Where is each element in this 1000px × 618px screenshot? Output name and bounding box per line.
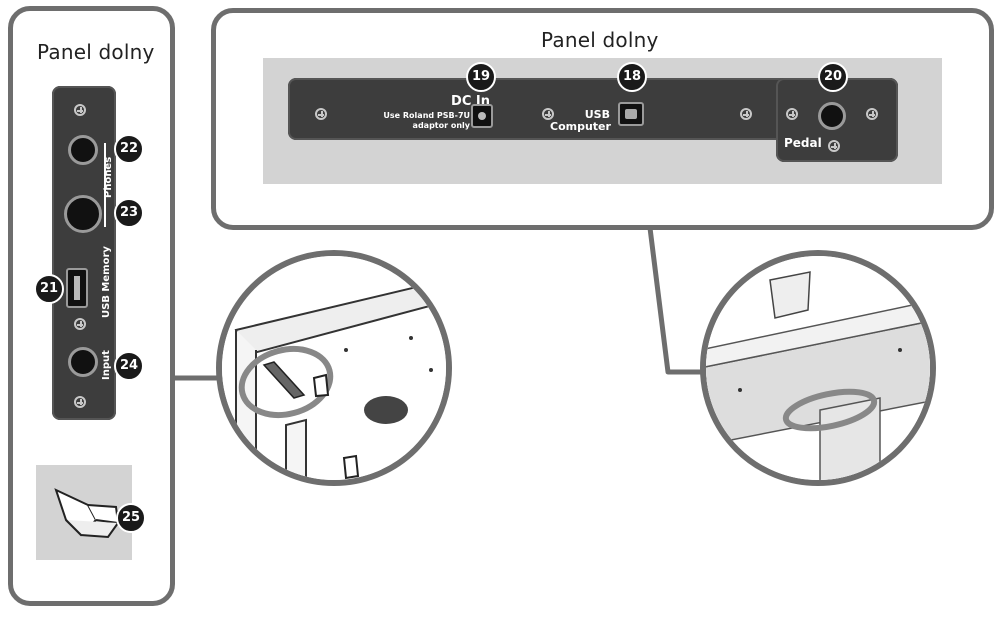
screw-icon <box>866 108 878 120</box>
screw-icon <box>74 318 86 330</box>
usb-memory-label: USB Memory <box>101 246 112 318</box>
left-panel-title: Panel dolny <box>37 40 155 64</box>
phones-jack-large <box>64 195 102 233</box>
callout-badge: 25 <box>116 503 146 533</box>
usb-memory-port <box>66 268 88 308</box>
screw-icon <box>74 396 86 408</box>
usb-computer-label-line2: Computer <box>550 120 611 133</box>
screw-icon <box>315 108 327 120</box>
dc-in-note-2: adaptor only <box>412 121 470 130</box>
pedal-holder-icon <box>54 488 120 539</box>
screw-icon <box>542 108 554 120</box>
phones-bracket-line <box>104 143 106 227</box>
pedal-label: Pedal <box>784 136 822 150</box>
callout-badge: 23 <box>114 198 144 228</box>
callout-badge: 19 <box>466 62 496 92</box>
right-panel-title: Panel dolny <box>541 28 659 52</box>
dc-in-note-1: Use Roland PSB-7U <box>383 111 470 120</box>
usb-computer-label-line1: USB <box>584 108 610 121</box>
dc-in-jack <box>471 104 493 128</box>
piano-underside-right-illustration <box>706 256 930 480</box>
screw-icon <box>740 108 752 120</box>
screw-icon <box>828 140 840 152</box>
input-jack <box>68 347 98 377</box>
phones-jack-small <box>68 135 98 165</box>
callout-badge: 18 <box>617 62 647 92</box>
screw-icon <box>786 108 798 120</box>
callout-badge: 24 <box>114 351 144 381</box>
pedal-jack <box>818 102 846 130</box>
zoom-circle-right <box>700 250 936 486</box>
callout-badge: 21 <box>34 274 64 304</box>
callout-badge: 22 <box>114 134 144 164</box>
phones-label: Phones <box>103 156 114 198</box>
piano-underside-left-illustration <box>222 256 446 480</box>
input-label: Input <box>101 350 112 380</box>
usb-computer-port <box>618 102 644 126</box>
zoom-circle-left <box>216 250 452 486</box>
callout-badge: 20 <box>818 62 848 92</box>
screw-icon <box>74 104 86 116</box>
